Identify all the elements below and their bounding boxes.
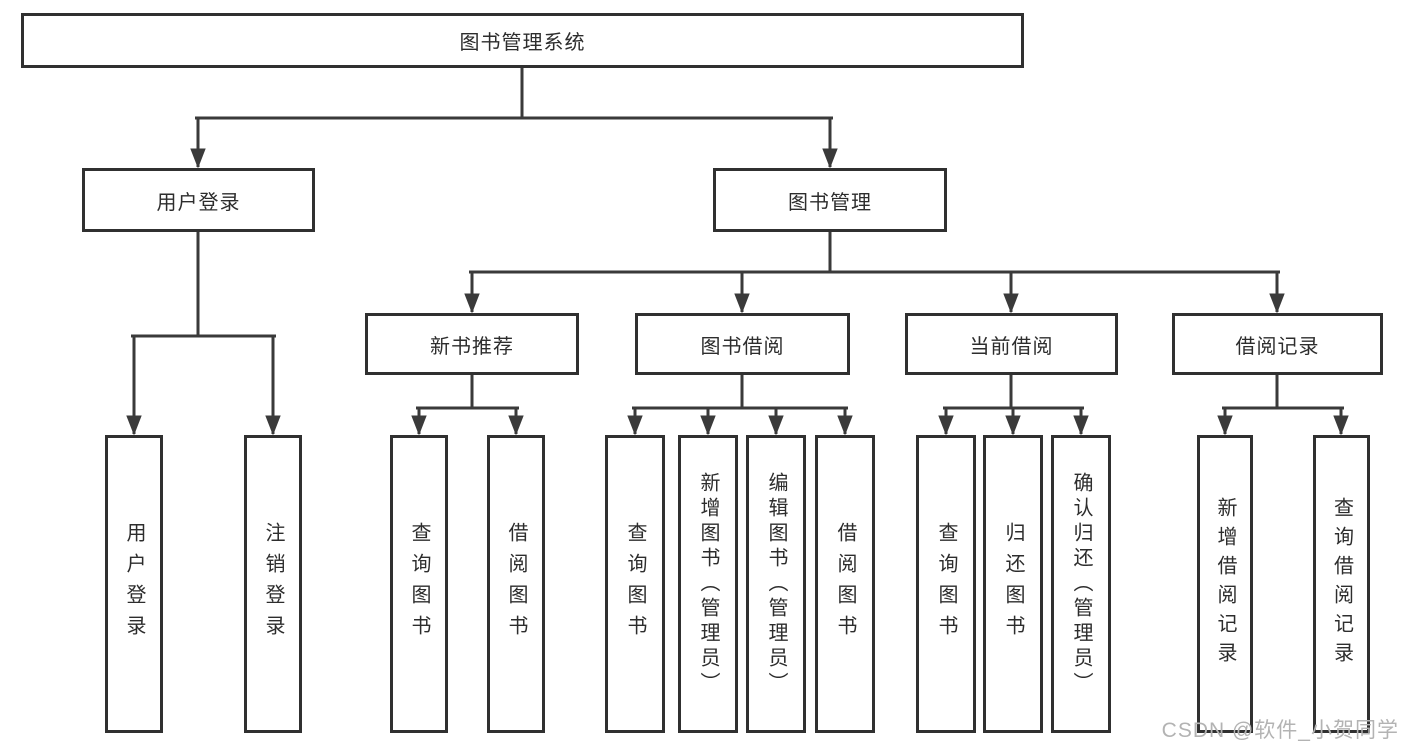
node-label: 编辑图书（管理员） <box>765 471 787 697</box>
node-label: 图书管理 <box>788 191 872 214</box>
node-label: 查询图书 <box>935 522 957 646</box>
node-label: 归还图书 <box>1002 522 1024 646</box>
node-label: 查询借阅记录 <box>1330 497 1353 671</box>
node-label: 当前借阅 <box>969 335 1054 358</box>
leaf-query-books-current: 查询图书 <box>916 435 976 733</box>
leaf-edit-books-admin: 编辑图书（管理员） <box>746 435 806 733</box>
node-label: 借阅记录 <box>1235 335 1320 358</box>
node-label: 用户登录 <box>123 522 145 646</box>
node-label: 图书借阅 <box>700 335 785 358</box>
diagram-node-book-borrow: 图书借阅 <box>635 313 850 375</box>
node-label: 借阅图书 <box>505 522 527 646</box>
leaf-confirm-return-admin: 确认归还（管理员） <box>1051 435 1111 733</box>
node-label: 用户登录 <box>156 191 241 214</box>
node-label: 借阅图书 <box>834 522 856 646</box>
leaf-borrow-books: 借阅图书 <box>815 435 875 733</box>
node-label: 查询图书 <box>624 522 646 646</box>
node-label: 查询图书 <box>408 522 430 646</box>
leaf-user-login: 用户登录 <box>105 435 163 733</box>
leaf-query-books-recommend: 查询图书 <box>390 435 448 733</box>
leaf-logout: 注销登录 <box>244 435 302 733</box>
leaf-add-borrow-record: 新增借阅记录 <box>1197 435 1253 733</box>
leaf-query-books-borrow: 查询图书 <box>605 435 665 733</box>
diagram-node-root: 图书管理系统 <box>21 13 1024 68</box>
node-label: 注销登录 <box>262 522 284 646</box>
leaf-query-borrow-record: 查询借阅记录 <box>1313 435 1370 733</box>
diagram-node-new-book-recommend: 新书推荐 <box>365 313 579 375</box>
leaf-add-books-admin: 新增图书（管理员） <box>678 435 738 733</box>
csdn-watermark: CSDN @软件_小贺同学 <box>1161 719 1399 742</box>
diagram-node-borrow-records: 借阅记录 <box>1172 313 1383 375</box>
diagram-node-current-borrow: 当前借阅 <box>905 313 1118 375</box>
leaf-borrow-books-recommend: 借阅图书 <box>487 435 545 733</box>
node-label: 确认归还（管理员） <box>1070 471 1092 697</box>
node-label: 新书推荐 <box>430 335 514 358</box>
diagram-node-book-management: 图书管理 <box>713 168 947 232</box>
node-label: 图书管理系统 <box>459 32 586 54</box>
node-label: 新增图书（管理员） <box>697 471 719 697</box>
diagram-node-user-login: 用户登录 <box>82 168 315 232</box>
node-label: 新增借阅记录 <box>1214 497 1236 671</box>
leaf-return-books: 归还图书 <box>983 435 1043 733</box>
